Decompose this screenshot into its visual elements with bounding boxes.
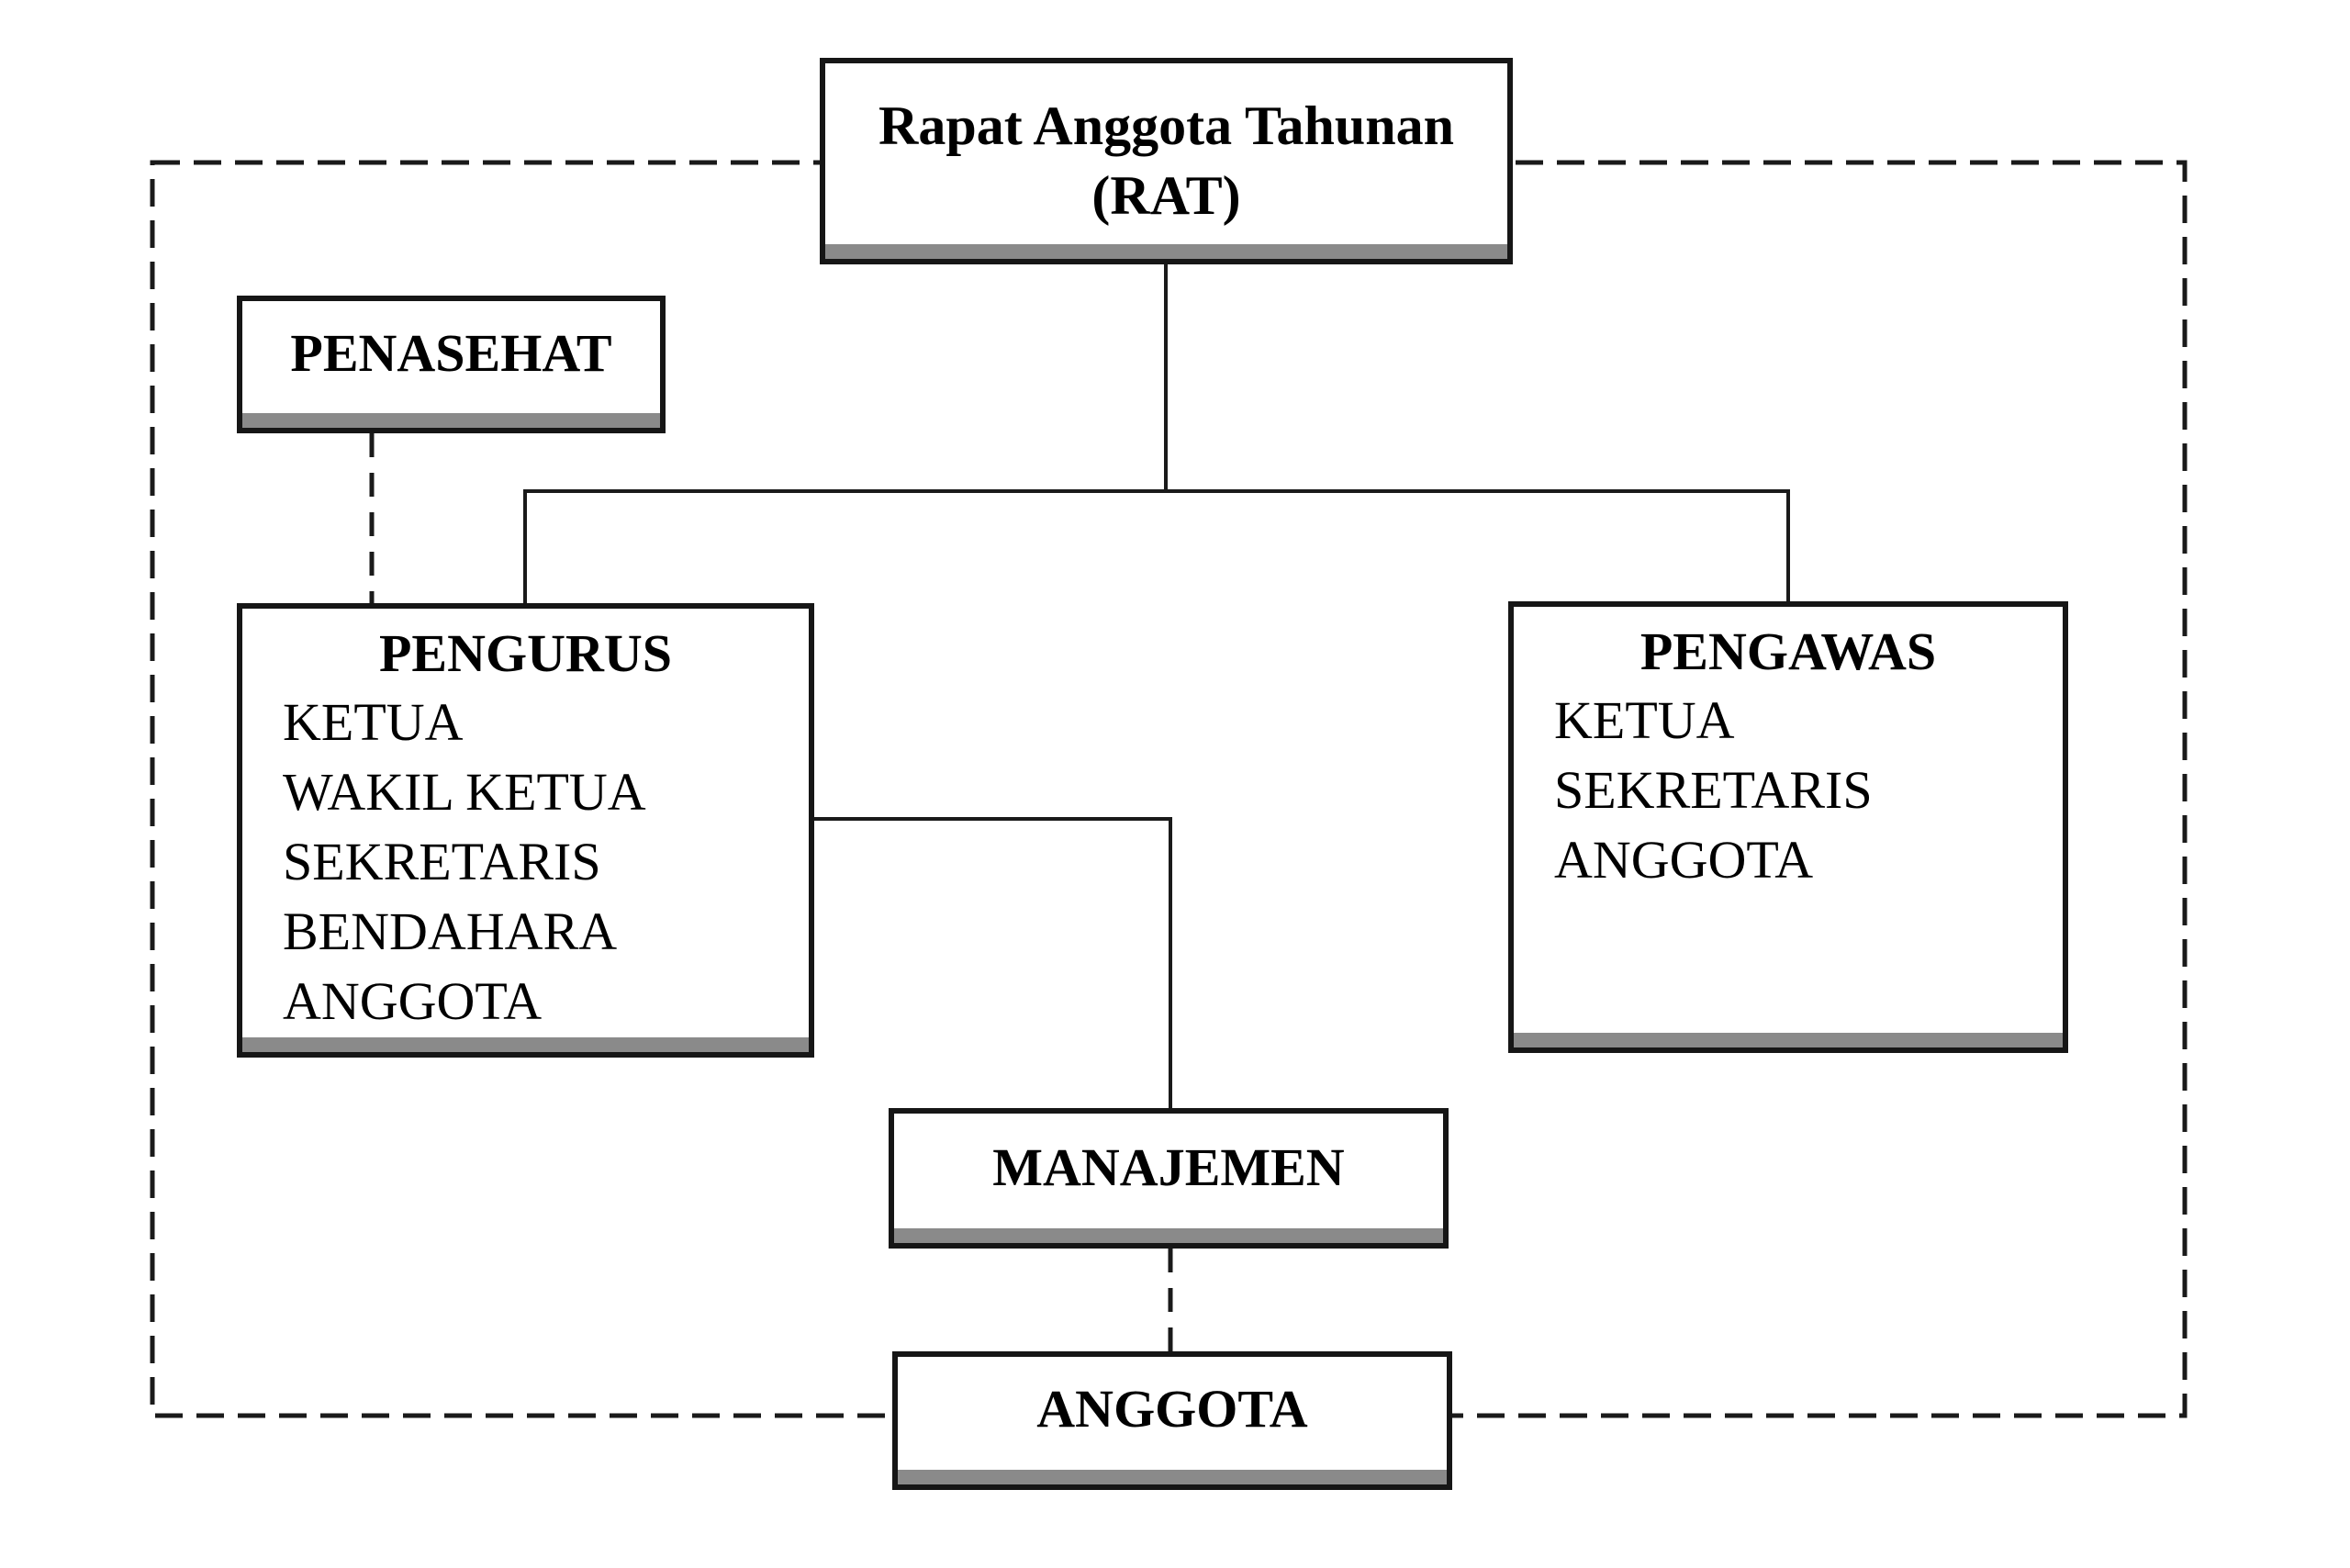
pengawas-member-list: KETUA SEKRETARIS ANGGOTA xyxy=(1514,686,2063,895)
node-rat: Rapat Anggota Tahunan (RAT) xyxy=(820,58,1513,264)
pengawas-title: PENGAWAS xyxy=(1639,622,1937,681)
node-anggota: ANGGOTA xyxy=(892,1351,1452,1490)
pengurus-member: KETUA xyxy=(283,692,464,752)
pengawas-member: SEKRETARIS xyxy=(1554,760,1873,820)
node-manajemen: MANAJEMEN xyxy=(889,1108,1449,1249)
rat-title-line2: (RAT) xyxy=(1091,165,1241,226)
pengurus-member-list: KETUA WAKIL KETUA SEKRETARIS BENDAHARA A… xyxy=(242,688,809,1036)
manajemen-title: MANAJEMEN xyxy=(992,1137,1345,1197)
pengurus-member: BENDAHARA xyxy=(283,902,618,961)
pengurus-member: WAKIL KETUA xyxy=(283,762,646,822)
pengawas-member: KETUA xyxy=(1554,690,1735,750)
pengurus-member: ANGGOTA xyxy=(283,971,543,1031)
pengurus-title: PENGURUS xyxy=(378,623,673,683)
pengurus-member: SEKRETARIS xyxy=(283,832,601,891)
rat-title-line1: Rapat Anggota Tahunan xyxy=(878,95,1454,156)
node-penasehat: PENASEHAT xyxy=(237,296,666,433)
penasehat-title: PENASEHAT xyxy=(290,323,612,383)
anggota-title: ANGGOTA xyxy=(1036,1379,1308,1439)
node-pengurus: PENGURUS KETUA WAKIL KETUA SEKRETARIS BE… xyxy=(237,603,814,1058)
pengawas-member: ANGGOTA xyxy=(1554,830,1814,890)
node-pengawas: PENGAWAS KETUA SEKRETARIS ANGGOTA xyxy=(1508,601,2068,1053)
